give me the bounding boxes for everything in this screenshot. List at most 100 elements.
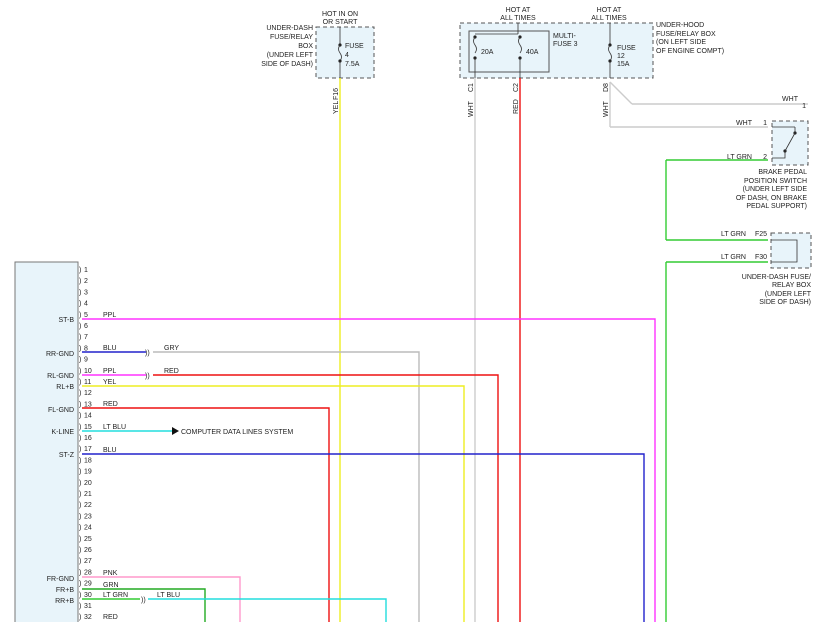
multifuse-3-box: [468, 30, 550, 73]
underhood-desc-3: (ON LEFT SIDE: [656, 39, 706, 46]
pin-number: 17: [84, 446, 92, 453]
wire-pin30-label: LT GRN: [103, 592, 128, 599]
pin-connector-icon: ): [79, 457, 81, 464]
wire-d8-label: WHT: [603, 100, 610, 117]
label-rl-b: RL+B: [56, 384, 74, 391]
pin-connector-icon: ): [79, 469, 81, 476]
pin-number: 32: [84, 614, 92, 621]
switch-wire-1-label: WHT: [736, 120, 753, 127]
wire-yel-label: YEL: [333, 101, 340, 114]
multifuse-label-1: MULTI-: [553, 33, 576, 40]
switch-desc-5: PEDAL SUPPORT): [746, 203, 807, 210]
wire-pin11-label: YEL: [103, 379, 116, 386]
wire-pin8-label-b: GRY: [164, 345, 179, 352]
wire-pin10-red: [153, 374, 499, 622]
pin-connector-icon: ): [79, 278, 81, 285]
module-labels: ST-B RR-GND RL-GND RL+B FL-GND K-LINE ST…: [46, 317, 75, 605]
brake-pedal-switch: WHT 1 WHT 1 LT GRN 2 BRAKE PEDAL POSITIO…: [609, 81, 809, 210]
pin-connector-icon: ): [79, 401, 81, 408]
pin-number: 24: [84, 525, 92, 532]
label-k-line: K-LINE: [51, 429, 74, 436]
wire-pin13-red: [82, 407, 330, 622]
pin-connector-icon: ): [79, 547, 81, 554]
wire-pin8-gry: [153, 351, 420, 622]
wire-pin17-label: BLU: [103, 447, 117, 454]
label-st-z: ST-Z: [59, 452, 75, 459]
wire-c1-label: WHT: [468, 100, 475, 117]
fuse-4-icon: [338, 44, 342, 62]
pin-connector-icon: ): [79, 312, 81, 319]
pin-connector-icon: ): [79, 289, 81, 296]
pin-number: 12: [84, 390, 92, 397]
pin-connector-icon: ): [79, 581, 81, 588]
underdash-desc-1: UNDER-DASH: [266, 25, 313, 32]
label-rl-gnd: RL-GND: [47, 373, 74, 380]
pin-f16-label: F16: [333, 88, 340, 100]
pin-c1-label: C1: [468, 83, 475, 92]
pin-connector-icon: ): [79, 592, 81, 599]
hot-in-on-label-2: OR START: [323, 19, 358, 26]
wire-pin30-ltblu: [148, 598, 387, 622]
pin-connector-icon: ): [79, 491, 81, 498]
pin-number: 27: [84, 558, 92, 565]
pin-number: 22: [84, 502, 92, 509]
switch-pin-1: 1: [763, 120, 767, 127]
label-fr-gnd: FR-GND: [47, 576, 74, 583]
wire-pin5-ppl: [82, 318, 656, 622]
wire-pin10-label: PPL: [103, 368, 116, 375]
pin-connector-icon: ): [79, 569, 81, 576]
pin-list: )1)2)3)4)5)6)7)8)9)10)11)12)13)14)15)16)…: [79, 267, 92, 621]
pin-number: 29: [84, 581, 92, 588]
pin-d8-label: D8: [603, 83, 610, 92]
f30-wire-label: LT GRN: [721, 254, 746, 261]
wht-top-pin: 1: [802, 103, 806, 110]
pin-connector-icon: ): [79, 536, 81, 543]
fuse-4-rating: 7.5A: [345, 61, 360, 68]
label-fr-b: FR+B: [56, 587, 74, 594]
pin-connector-icon: ): [79, 357, 81, 364]
wht-top-label: WHT: [782, 96, 799, 103]
underhood-desc-1: UNDER-HOOD: [656, 22, 704, 29]
pin-connector-icon: ): [79, 513, 81, 520]
pin-connector-icon: ): [79, 525, 81, 532]
pin-connector-icon: ): [79, 424, 81, 431]
underdash-fuse-box: HOT IN ON OR START UNDER-DASH FUSE/RELAY…: [261, 11, 375, 114]
wire-pin13-label: RED: [103, 401, 118, 408]
pin-number: 21: [84, 491, 92, 498]
pin-number: 31: [84, 603, 92, 610]
switch-desc-1: BRAKE PEDAL: [758, 169, 807, 176]
fuse-12-icon: [608, 44, 612, 62]
wire-c2-label: RED: [513, 99, 520, 114]
wire-pin15-label: LT BLU: [103, 424, 126, 431]
pin-number: 23: [84, 513, 92, 520]
pin-connector-icon: ): [79, 435, 81, 442]
pin-number: 10: [84, 368, 92, 375]
pin-number: 18: [84, 457, 92, 464]
pin-connector-icon: ): [79, 368, 81, 375]
underdash-right-box-outline: [770, 232, 812, 269]
wire-pin28-label: PNK: [103, 570, 118, 577]
pin-connector-icon: ): [79, 390, 81, 397]
pin-number: 14: [84, 413, 92, 420]
splice-10-icon: )): [145, 373, 150, 380]
pin-connector-icon: ): [79, 480, 81, 487]
pin-number: 28: [84, 569, 92, 576]
pin-c2-label: C2: [513, 83, 520, 92]
underdash-desc-2: FUSE/RELAY: [270, 34, 313, 41]
pin-number: 15: [84, 424, 92, 431]
pin-number: 1: [84, 267, 88, 274]
feed-wires: [339, 78, 521, 622]
pin-number: 16: [84, 435, 92, 442]
fuse-20a-label: 20A: [481, 49, 494, 56]
switch-desc-4: OF DASH, ON BRAKE: [736, 195, 808, 202]
fuse-12-label: FUSE: [617, 45, 636, 52]
pin-number: 30: [84, 592, 92, 599]
underdash-right-desc-1: UNDER-DASH FUSE/: [742, 274, 811, 281]
underdash-desc-5: SIDE OF DASH): [261, 61, 313, 68]
pin-number: 26: [84, 547, 92, 554]
pin-number: 5: [84, 312, 88, 319]
pin-number: 13: [84, 401, 92, 408]
underhood-desc-4: OF ENGINE COMPT): [656, 48, 724, 55]
underhood-fuse-box: HOT AT ALL TIMES HOT AT ALL TIMES MULTI-…: [459, 7, 724, 117]
switch-pin-2: 2: [763, 154, 767, 161]
